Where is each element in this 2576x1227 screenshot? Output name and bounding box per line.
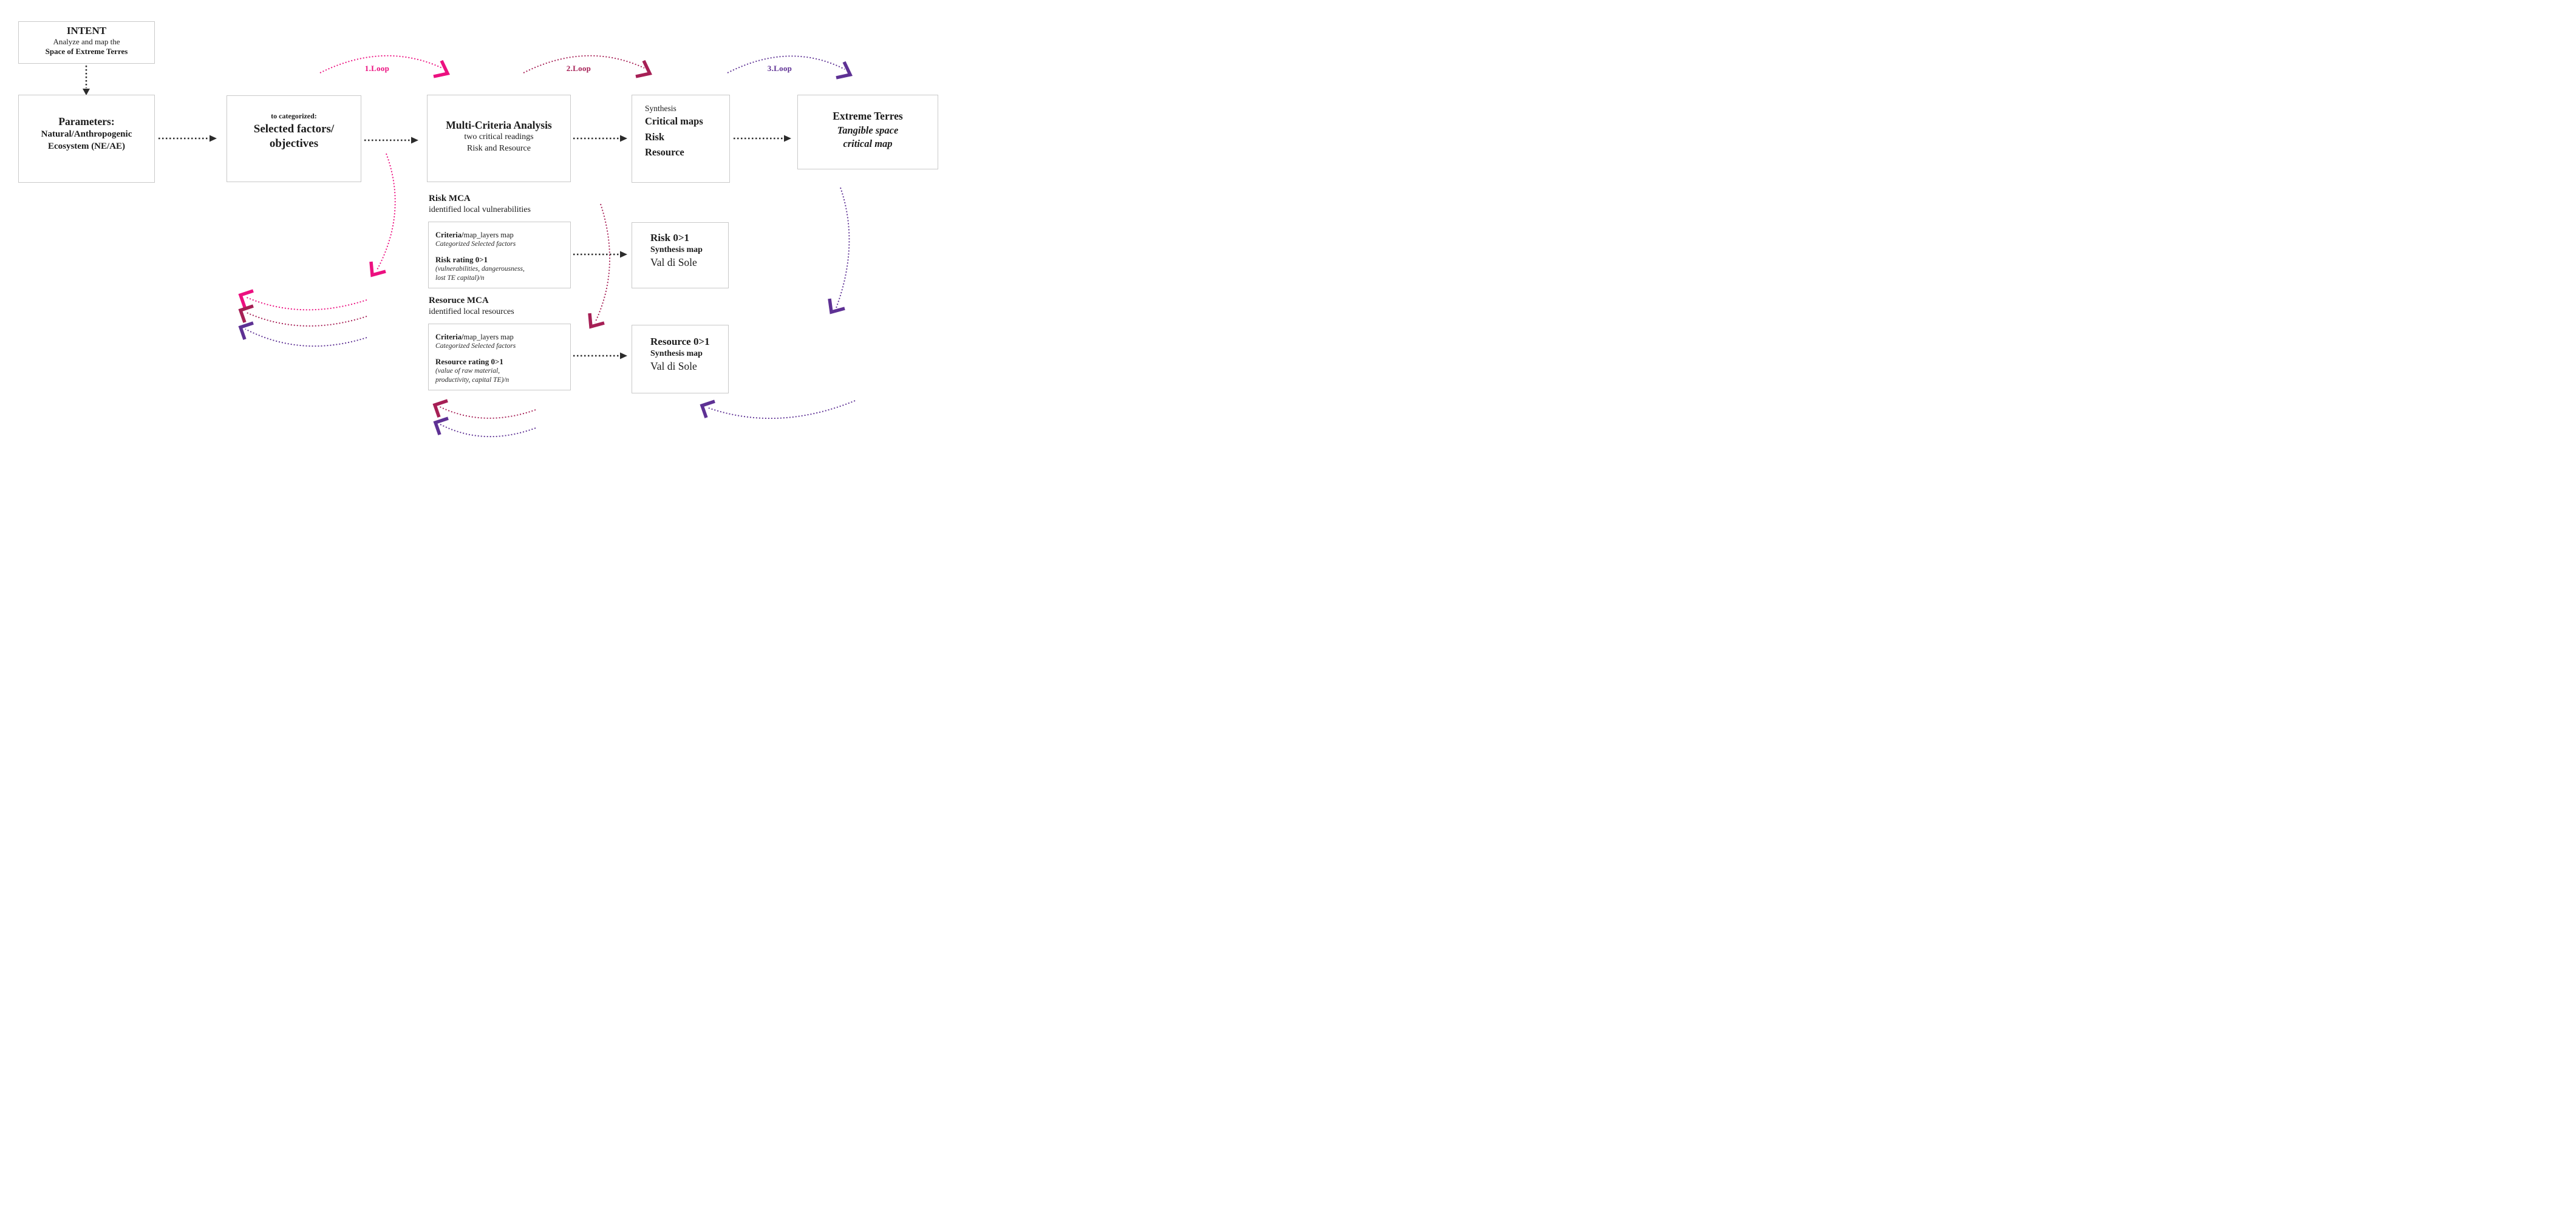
risk-output-title: Risk 0>1 [650, 232, 690, 243]
return-mid-purple-curve [440, 424, 536, 438]
return3-purple-arrowhead-icon [238, 321, 254, 340]
return2-crimson-curve [245, 311, 367, 327]
intent-line1: Analyze and map the [53, 37, 120, 46]
parameters-line1: Natural/Anthropogenic [41, 129, 132, 139]
risk-criteria-italic: Categorized Selected factors [435, 240, 516, 248]
arrowhead-right-icon [210, 135, 217, 142]
resource-rating: Resource rating 0>1 [435, 356, 503, 366]
risk-criteria-line: Criteria/map_layers map [435, 230, 570, 240]
risk-rating: Risk rating 0>1 [435, 254, 488, 264]
return2-crimson-arrowhead-icon [238, 304, 254, 323]
arrowhead-right-icon [411, 137, 418, 144]
synthesis-line1: Critical maps [645, 115, 703, 127]
return-right-purple-curve [706, 400, 856, 420]
loop2-arrowhead-icon [635, 59, 652, 78]
crimson-descend-curve [595, 203, 610, 323]
arrowhead-right-icon [620, 352, 627, 359]
purple-descend-arrowhead-icon [828, 298, 845, 314]
resource-output-line1: Synthesis map [650, 349, 703, 358]
extreme-line1: Tangible space [837, 124, 899, 136]
risk-output-line2: Val di Sole [650, 256, 697, 269]
resource-rating-note1: (value of raw material, [435, 367, 500, 375]
mca-title: Multi-Criteria Analysis [446, 119, 552, 131]
selected-pre: to categorized: [271, 112, 317, 120]
crimson-descend-arrowhead-icon [588, 313, 605, 329]
risk-rating-note1: (vulnerabilities, dangerousness, [435, 265, 525, 273]
risk-rating-note2: lost TE capital)/n [435, 274, 485, 282]
risk-mca-title: Risk MCA [429, 194, 471, 203]
resource-rating-note2: productivity, capital TE)/n [435, 376, 509, 384]
methodology-diagram: 1.Loop 2.Loop 3.Loop INTENT Analyze and … [0, 0, 952, 454]
mca-line2: Risk and Resource [467, 143, 531, 153]
resource-mca-heading: Resoruce MCA identified local resources [429, 295, 587, 318]
loop1-label: 1.Loop [364, 64, 390, 73]
parameters-title: Parameters: [58, 115, 115, 127]
risk-output-box: Risk 0>1 Synthesis map Val di Sole [632, 222, 729, 288]
resource-criteria-rest: map_layers map [463, 333, 514, 341]
extreme-line2: critical map [843, 138, 893, 150]
intent-title: INTENT [66, 25, 107, 36]
resource-criteria-italic: Categorized Selected factors [435, 342, 516, 350]
return-mid-crimson-arrowhead-icon [432, 399, 448, 418]
risk-mca-subtitle: identified local vulnerabilities [429, 205, 531, 214]
mca-box: Multi-Criteria Analysis two critical rea… [427, 95, 571, 182]
return-mid-crimson-curve [439, 406, 536, 419]
resource-mca-title: Resoruce MCA [429, 296, 489, 305]
arrowhead-right-icon [784, 135, 791, 142]
return-mid-purple-arrowhead-icon [433, 416, 449, 435]
synthesis-pre: Synthesis [645, 104, 676, 113]
selected-factors-box: to categorized: Selected factors/ object… [227, 95, 361, 182]
loop1-arrowhead-icon [433, 59, 450, 78]
return-right-purple-arrowhead-icon [700, 399, 715, 418]
intent-line2: Space of Extreme Terres [45, 46, 128, 56]
pink-descend-arrowhead-icon [369, 261, 386, 277]
arrowhead-right-icon [620, 135, 627, 142]
intent-box: INTENT Analyze and map the Space of Extr… [18, 21, 155, 64]
loop3-label: 3.Loop [767, 64, 792, 73]
selected-line1: Selected factors/ [253, 123, 335, 135]
risk-criteria-bold: Criteria/ [435, 231, 464, 239]
return1-pink-arrowhead-icon [238, 289, 254, 308]
resource-mca-subtitle: identified local resources [429, 307, 514, 316]
resource-criteria-box: Criteria/map_layers map Categorized Sele… [428, 324, 571, 390]
risk-criteria-rest: map_layers map [463, 231, 514, 239]
return3-purple-curve [245, 328, 367, 347]
extreme-terres-box: Extreme Terres Tangible space critical m… [797, 95, 938, 169]
parameters-box: Parameters: Natural/Anthropogenic Ecosys… [18, 95, 155, 183]
mca-line1: two critical readings [464, 132, 534, 141]
loop2-label: 2.Loop [566, 64, 591, 73]
arrowhead-right-icon [620, 251, 627, 258]
purple-descend-curve [836, 187, 850, 308]
risk-output-line1: Synthesis map [650, 245, 703, 254]
synthesis-line3: Resource [645, 146, 684, 158]
risk-criteria-box: Criteria/map_layers map Categorized Sele… [428, 222, 571, 288]
resource-output-title: Resource 0>1 [650, 336, 710, 347]
synthesis-box: Synthesis Critical maps Risk Resource [632, 95, 730, 183]
risk-mca-heading: Risk MCA identified local vulnerabilitie… [429, 193, 587, 216]
return1-pink-curve [245, 296, 367, 311]
resource-criteria-line: Criteria/map_layers map [435, 332, 570, 342]
loop3-arrowhead-icon [836, 61, 853, 80]
synthesis-line2: Risk [645, 131, 665, 143]
extreme-title: Extreme Terres [833, 110, 903, 122]
pink-descend-curve [376, 153, 396, 271]
resource-output-line2: Val di Sole [650, 360, 697, 373]
parameters-line2: Ecosystem (NE/AE) [47, 141, 126, 152]
resource-criteria-bold: Criteria/ [435, 333, 464, 341]
selected-line2: objectives [269, 137, 319, 150]
resource-output-box: Resource 0>1 Synthesis map Val di Sole [632, 325, 729, 393]
